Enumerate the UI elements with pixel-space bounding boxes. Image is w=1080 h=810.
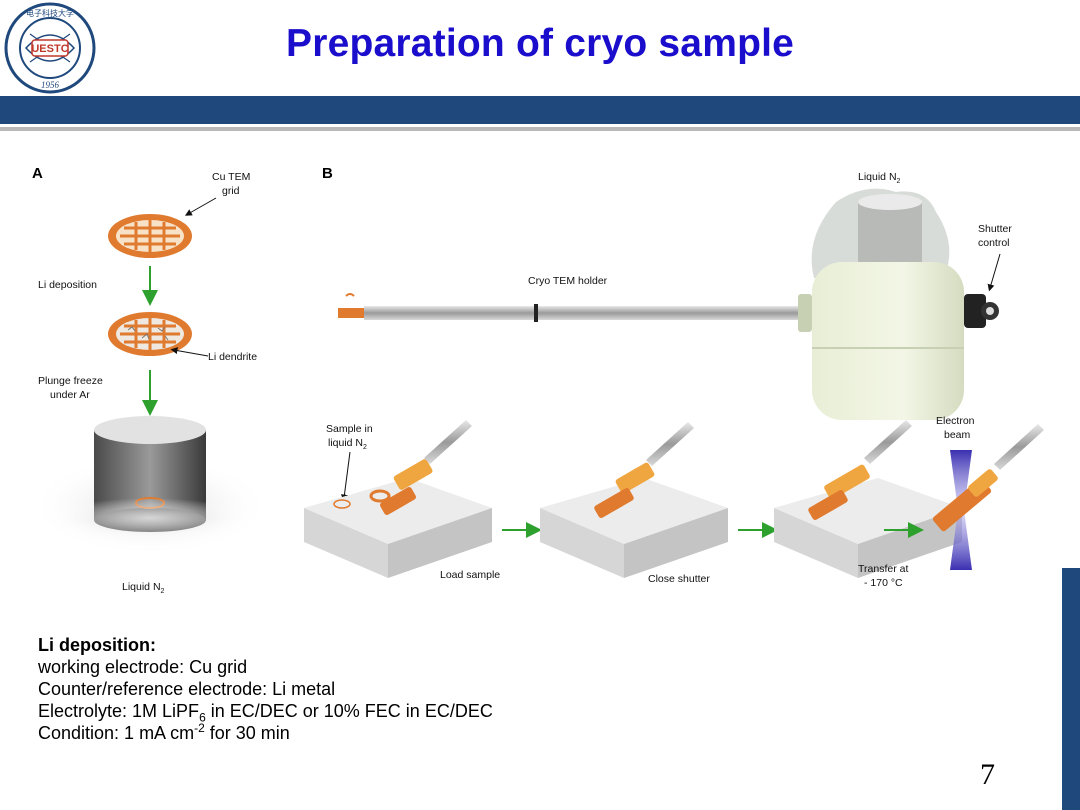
cryo-tem-holder	[338, 188, 999, 420]
beam-label: beam	[944, 429, 971, 441]
header-band	[0, 96, 1080, 124]
li-dendrite-label: Li dendrite	[208, 351, 257, 363]
liquid-n2-label-a: Liquid N2	[122, 581, 165, 595]
electrolyte-line: Electrolyte: 1M LiPF6 in EC/DEC or 10% F…	[38, 701, 493, 725]
liquid-nitrogen-dewar	[30, 416, 270, 556]
li-deposition-label: Li deposition	[38, 279, 97, 291]
cryo-sample-figure: A Cu TEM grid Li deposition Li dendrite …	[30, 165, 1044, 595]
condition-line: Condition: 1 mA cm-2 for 30 min	[38, 721, 290, 743]
li-dendrite-grid-icon	[108, 312, 192, 356]
uestc-logo: UESTC 电子科技大学 1956	[4, 2, 96, 94]
counter-electrode-line: Counter/reference electrode: Li metal	[38, 679, 336, 699]
panel-b-letter: B	[322, 165, 333, 182]
page-title: Preparation of cryo sample	[285, 22, 795, 65]
li-deposition-notes: Li deposition: working electrode: Cu gri…	[38, 634, 493, 744]
electron-label: Electron	[936, 415, 975, 427]
sample-in-label: Sample in	[326, 423, 373, 435]
notes-heading: Li deposition:	[38, 635, 156, 655]
load-sample-label: Load sample	[440, 569, 500, 581]
cryo-holder-label: Cryo TEM holder	[528, 275, 608, 287]
logo-year: 1956	[41, 80, 60, 90]
step-3-tray	[774, 420, 962, 578]
logo-top-text: 电子科技大学	[26, 8, 74, 18]
plunge-freeze-label: Plunge freeze	[38, 375, 103, 387]
logo-center-text: UESTC	[31, 43, 68, 55]
header-divider	[0, 127, 1080, 131]
under-ar-label: under Ar	[50, 389, 90, 401]
step-2-tray	[540, 422, 728, 578]
electron-beam-icon	[932, 424, 1044, 570]
control-label: control	[978, 237, 1010, 249]
close-shutter-label: Close shutter	[648, 573, 710, 585]
temperature-label: - 170 °C	[864, 577, 903, 589]
working-electrode-line: working electrode: Cu grid	[38, 657, 248, 677]
liquid-n2-label-b: Liquid N2	[858, 171, 901, 185]
shutter-label: Shutter	[978, 223, 1012, 235]
grid-label: grid	[222, 185, 240, 197]
cu-grid-icon	[108, 214, 192, 258]
page-number: 7	[980, 758, 995, 791]
cu-tem-label: Cu TEM	[212, 171, 250, 183]
step-1-tray	[304, 420, 492, 578]
liquid-n2-sample-label: liquid N2	[328, 437, 367, 451]
transfer-label: Transfer at	[858, 563, 908, 575]
panel-a-letter: A	[32, 165, 43, 182]
right-accent-bar	[1062, 568, 1080, 810]
